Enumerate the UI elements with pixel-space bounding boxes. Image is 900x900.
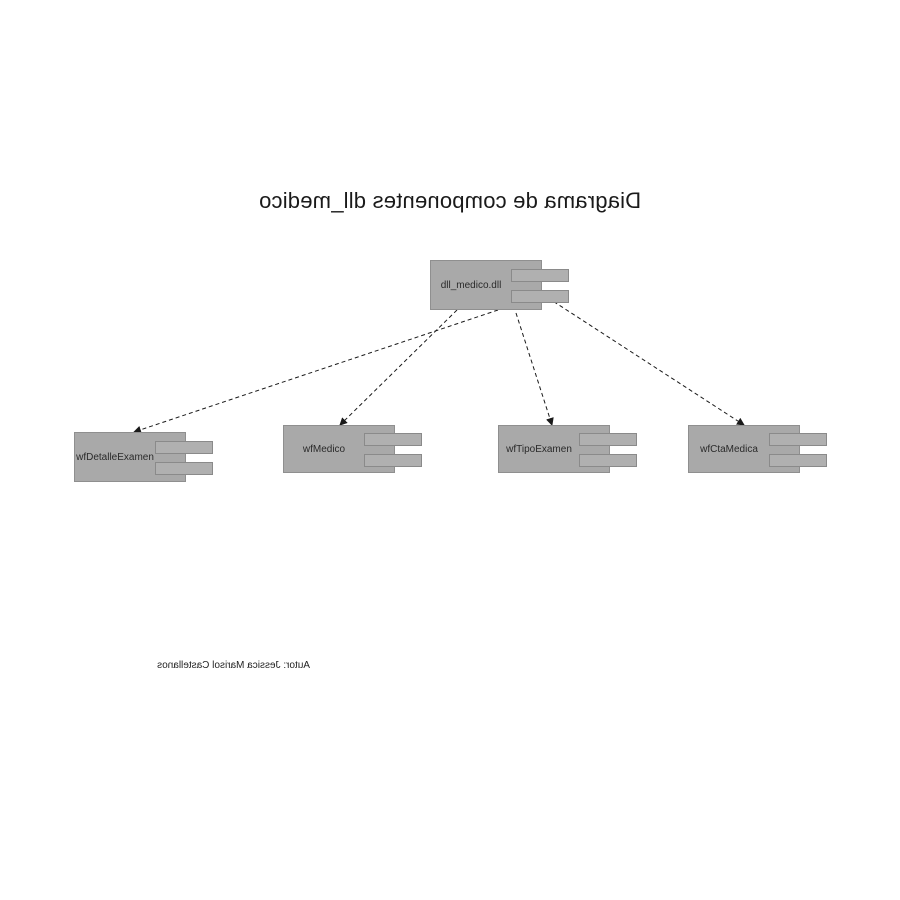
component-port-icon: [155, 441, 213, 454]
component-node[interactable]: wfDetalleExamen: [74, 432, 213, 482]
component-label: wfMedico: [302, 443, 346, 455]
component-root[interactable]: dll_medico.dll: [430, 260, 569, 310]
component-node[interactable]: wfCtaMedica: [688, 425, 827, 473]
dependency-edge-1: [133, 309, 499, 434]
component-label: wfTipoExamen: [506, 443, 572, 455]
component-label: dll_medico.dll: [440, 279, 502, 291]
dependency-edge-4: [541, 293, 745, 426]
component-label: wfDetalleExamen: [76, 451, 154, 463]
component-port-icon: [511, 290, 569, 303]
component-node[interactable]: wfMedico: [283, 425, 422, 473]
component-port-icon: [511, 269, 569, 282]
component-port-icon: [579, 433, 637, 446]
component-port-icon: [769, 433, 827, 446]
component-port-icon: [769, 454, 827, 467]
component-port-icon: [364, 433, 422, 446]
component-port-icon: [155, 462, 213, 475]
component-label: wfCtaMedica: [700, 443, 758, 455]
dependency-edge-3: [515, 312, 554, 426]
component-node[interactable]: wfTipoExamen: [498, 425, 637, 473]
component-port-icon: [364, 454, 422, 467]
component-port-icon: [579, 454, 637, 467]
author-credit: Autor: Jessica Marisol Castellanos: [157, 660, 310, 671]
dependency-edge-2: [339, 309, 458, 426]
